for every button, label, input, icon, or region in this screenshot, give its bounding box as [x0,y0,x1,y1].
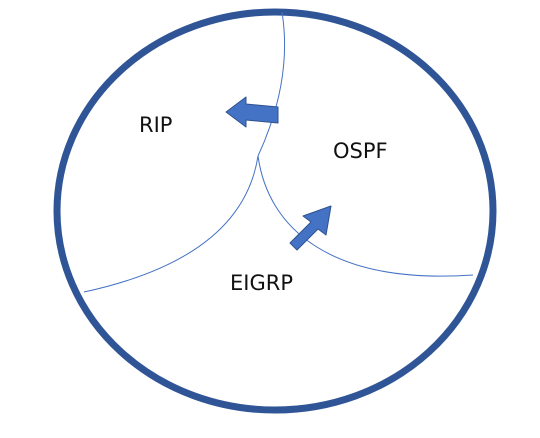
arrow-left-to-rip [225,96,279,128]
divider-line-ospf-eigrp [257,155,474,277]
arrow-up-right-to-ospf [289,205,332,251]
region-label-eigrp: EIGRP [230,271,293,295]
divider-line-rip-ospf [257,11,285,157]
region-label-rip: RIP [139,113,173,137]
divider-line-rip-eigrp [83,155,259,293]
region-label-ospf: OSPF [333,139,388,163]
outer-ring [53,8,497,414]
